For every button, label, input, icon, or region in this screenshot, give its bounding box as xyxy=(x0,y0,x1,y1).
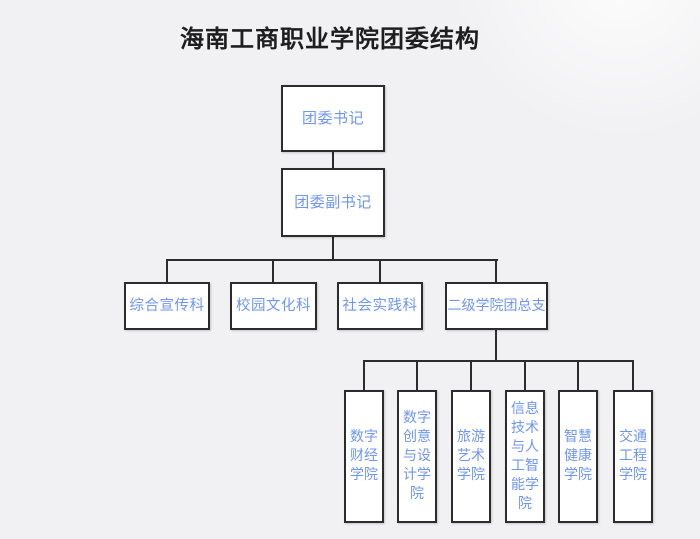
connector-stub-digital-finance xyxy=(363,362,365,390)
connector-l2-down xyxy=(332,237,334,261)
node-deputy-league-secretary: 团委副书记 xyxy=(281,168,385,237)
connector-stub-social-practice xyxy=(379,261,381,282)
node-secondary-college-league-branch: 二级学院团总支 xyxy=(445,282,548,330)
connector-stub-tourism-art xyxy=(470,362,472,390)
connector-l1-l2 xyxy=(332,152,334,168)
connector-l3-horizontal xyxy=(166,259,498,261)
node-digital-finance-college: 数字财经学院 xyxy=(344,390,384,523)
node-it-ai-college: 信息技术与人工智能学院 xyxy=(505,390,545,523)
node-digital-creativity-design-college: 数字创意与设计学院 xyxy=(397,390,437,523)
node-social-practice-section: 社会实践科 xyxy=(337,282,423,330)
connector-stub-campus-culture xyxy=(272,261,274,282)
connector-stub-it-ai xyxy=(524,362,526,390)
page-title: 海南工商职业学院团委结构 xyxy=(180,25,480,53)
node-traffic-engineering-college: 交通工程学院 xyxy=(613,390,653,523)
node-smart-health-college: 智慧健康学院 xyxy=(558,390,598,523)
connector-stub-secondary-college xyxy=(495,261,497,282)
connector-stub-smart-health xyxy=(577,362,579,390)
node-general-publicity-section: 综合宣传科 xyxy=(124,282,210,330)
connector-stub-digital-creativity xyxy=(416,362,418,390)
connector-secondary-college-down xyxy=(495,330,497,361)
node-campus-culture-section: 校园文化科 xyxy=(230,282,317,330)
connector-l4-horizontal xyxy=(363,360,634,362)
node-league-secretary: 团委书记 xyxy=(281,85,385,152)
connector-stub-traffic-engineering xyxy=(632,362,634,390)
node-tourism-art-college: 旅游艺术学院 xyxy=(451,390,491,523)
connector-stub-general-publicity xyxy=(166,261,168,282)
